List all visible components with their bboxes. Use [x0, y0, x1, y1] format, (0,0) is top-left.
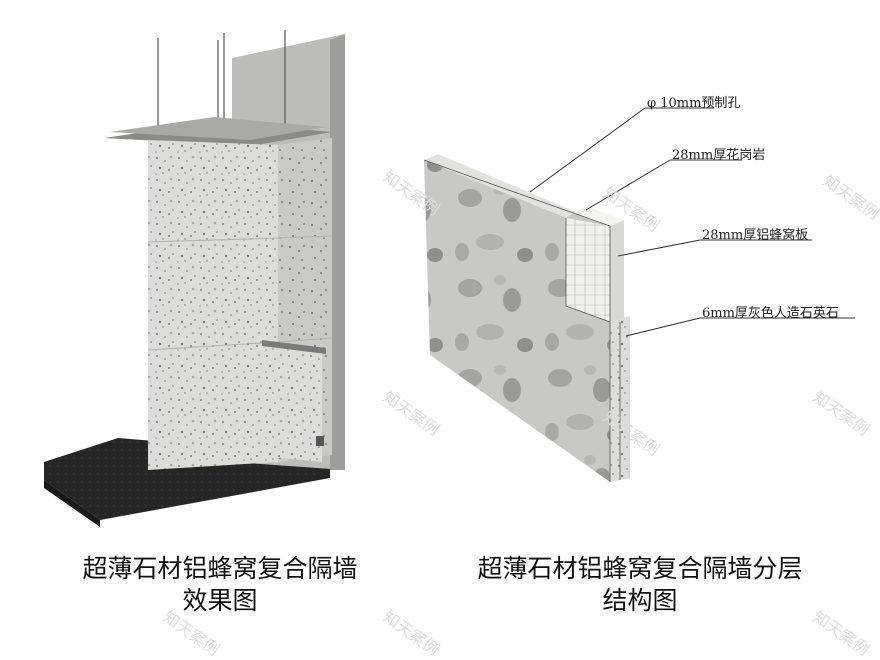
caption-effect-line1: 超薄石材铝蜂窝复合隔墙	[82, 554, 358, 583]
floor-slab-edge	[44, 480, 100, 527]
caption-structure-line2: 结构图	[602, 586, 678, 615]
callout-hole: φ 10mm预制孔	[647, 96, 741, 111]
cutaway-edge	[262, 340, 326, 354]
caption-structure-line1: 超薄石材铝蜂窝复合隔墙分层	[477, 554, 803, 583]
callout-quartz: 6mm厚灰色人造石英石	[702, 306, 839, 321]
layer-illustration	[423, 107, 855, 482]
leader-lines	[529, 107, 855, 337]
caption-structure: 超薄石材铝蜂窝复合隔墙分层 结构图	[440, 553, 840, 617]
caption-effect: 超薄石材铝蜂窝复合隔墙 效果图	[40, 553, 400, 617]
effect-illustration	[44, 30, 345, 527]
cutaway-panel	[262, 344, 322, 462]
callout-honeycomb: 28mm厚铝蜂窝板	[702, 228, 809, 243]
granite-edge	[576, 206, 624, 226]
bracket	[316, 436, 324, 446]
callout-granite: 28mm厚花岗岩	[672, 148, 766, 163]
hanger-rods	[157, 30, 286, 128]
outline-strokes	[423, 159, 621, 482]
stone-panel-front	[148, 140, 278, 470]
ceiling-keel-top	[110, 117, 326, 140]
honeycomb-layer	[566, 218, 610, 322]
concrete-wall-side	[330, 34, 345, 470]
caption-effect-line2: 效果图	[182, 586, 258, 615]
panel-joints	[147, 235, 333, 351]
granite-face	[424, 160, 610, 482]
honeycomb-side	[610, 220, 624, 322]
top-edge	[424, 154, 576, 218]
